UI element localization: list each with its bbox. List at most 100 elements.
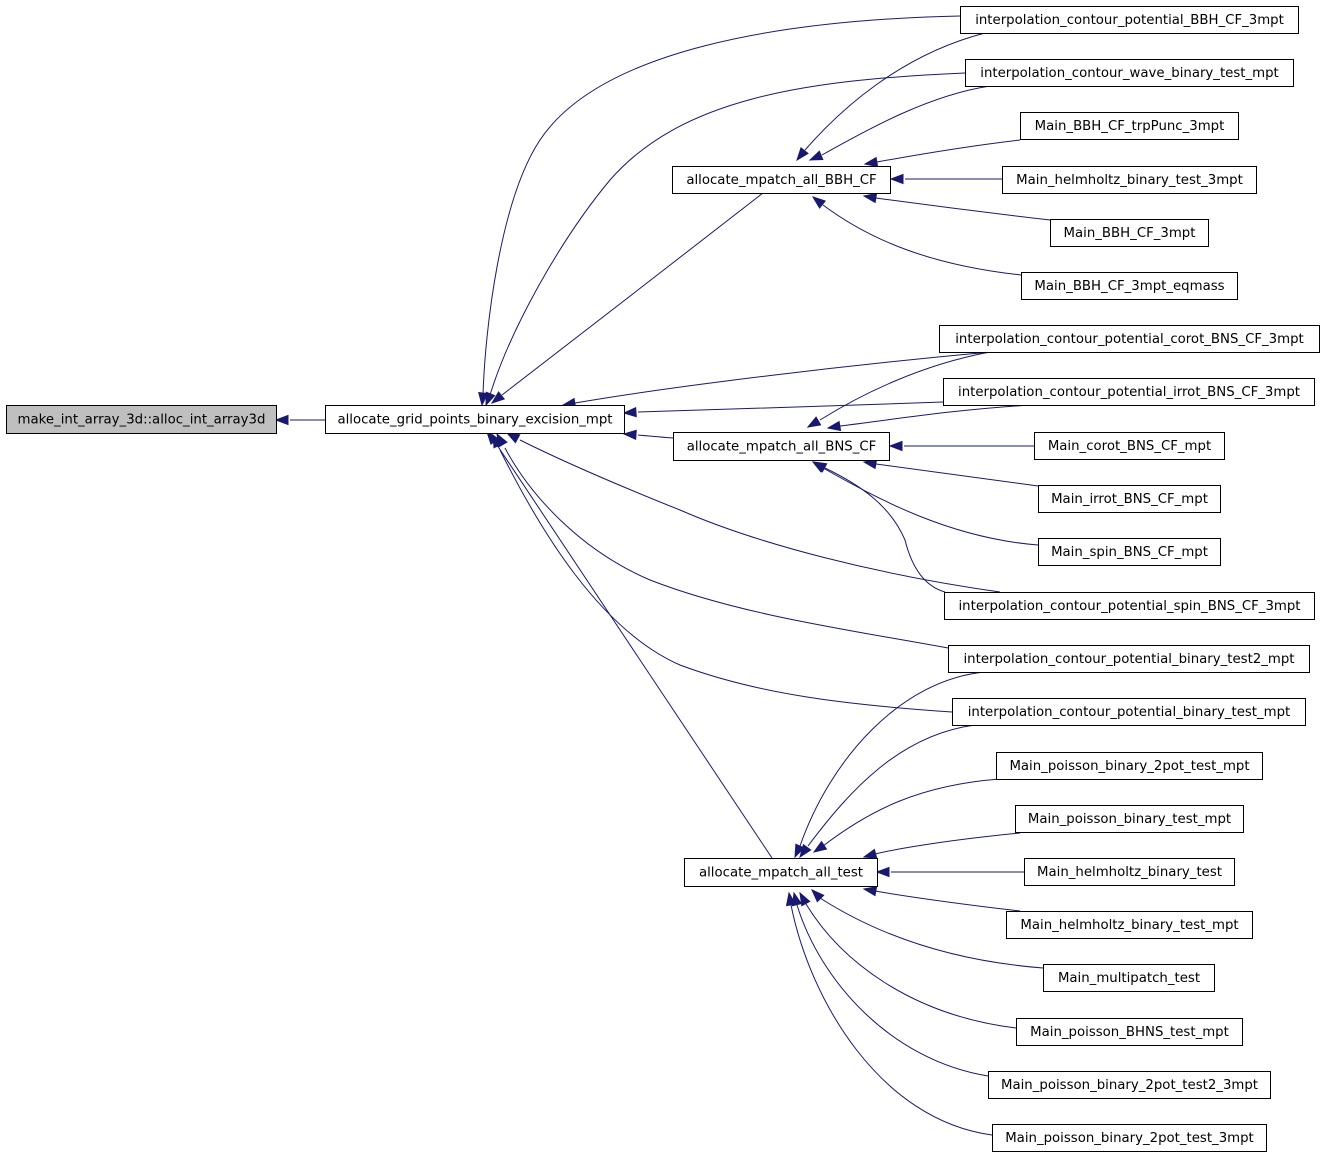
edge-line	[839, 404, 1031, 427]
node-agp[interactable]: allocate_grid_points_binary_excision_mpt	[325, 405, 625, 434]
node-box	[992, 1124, 1267, 1152]
node-box	[6, 405, 277, 434]
node-label: interpolation_contour_potential_BBH_CF_3…	[975, 13, 1284, 28]
node-label: Main_spin_BNS_CF_mpt	[1051, 545, 1208, 560]
node-label: interpolation_contour_potential_spin_BNS…	[958, 599, 1300, 614]
node-l16[interactable]: Main_poisson_binary_test_mpt	[1015, 805, 1244, 833]
arrowhead-icon	[806, 416, 822, 428]
node-l17[interactable]: Main_helmholtz_binary_test	[1024, 858, 1235, 886]
node-l15[interactable]: Main_poisson_binary_2pot_test_mpt	[996, 752, 1263, 780]
edge-l7-to-agp	[561, 351, 991, 409]
edge-line	[875, 197, 1051, 221]
arrowhead-icon	[622, 429, 637, 441]
node-box	[965, 59, 1294, 87]
node-bns[interactable]: allocate_mpatch_all_BNS_CF	[673, 432, 890, 461]
edge-l10-to-bns	[862, 458, 1039, 487]
node-box	[996, 752, 1263, 780]
edge-line	[874, 890, 1021, 912]
node-label: interpolation_contour_potential_corot_BN…	[955, 332, 1304, 347]
edge-l22-to-test	[785, 891, 993, 1136]
node-label: Main_helmholtz_binary_test_3mpt	[1016, 173, 1243, 188]
node-label: Main_helmholtz_binary_test_mpt	[1020, 918, 1238, 933]
node-test[interactable]: allocate_mpatch_all_test	[684, 858, 878, 887]
node-l5[interactable]: Main_BBH_CF_3mpt	[1050, 219, 1209, 247]
edge-line	[790, 904, 993, 1136]
edge-line	[819, 351, 991, 421]
node-l14[interactable]: interpolation_contour_potential_binary_t…	[952, 698, 1306, 726]
edge-line	[499, 449, 953, 713]
node-label: Main_multipatch_test	[1058, 971, 1200, 986]
node-l12[interactable]: interpolation_contour_potential_spin_BNS…	[944, 592, 1315, 620]
edge-l13-to-agp	[496, 432, 949, 649]
edge-line	[637, 401, 944, 413]
node-box	[988, 1071, 1271, 1099]
edge-l14-to-test	[799, 724, 976, 859]
arrowhead-icon	[811, 196, 827, 209]
node-l8[interactable]: interpolation_contour_potential_irrot_BN…	[943, 378, 1315, 406]
node-label: make_int_array_3d::alloc_int_array3d	[18, 413, 266, 428]
node-l10[interactable]: Main_irrot_BNS_CF_mpt	[1038, 485, 1221, 513]
arrowhead-icon	[808, 150, 824, 161]
node-box	[1016, 1018, 1243, 1046]
arrowhead-icon	[490, 391, 506, 404]
node-box	[944, 592, 1315, 620]
node-l4[interactable]: Main_helmholtz_binary_test_3mpt	[1002, 166, 1257, 194]
arrowhead-icon	[785, 891, 797, 907]
node-l13[interactable]: interpolation_contour_potential_binary_t…	[948, 645, 1310, 673]
node-label: allocate_mpatch_all_test	[699, 866, 863, 881]
node-label: Main_helmholtz_binary_test	[1037, 865, 1222, 880]
node-l2[interactable]: interpolation_contour_wave_binary_test_m…	[965, 59, 1294, 87]
edge-l18-to-test	[862, 886, 1021, 912]
arrowhead-icon	[492, 433, 504, 449]
edge-line	[489, 72, 966, 396]
edge-l15-to-test	[812, 778, 1001, 853]
edge-line	[799, 671, 986, 847]
arrowhead-icon	[799, 891, 811, 907]
arrowhead-icon	[799, 843, 812, 859]
node-box	[943, 378, 1315, 406]
node-box	[1006, 911, 1253, 939]
node-l6[interactable]: Main_BBH_CF_3mpt_eqmass	[1021, 272, 1238, 300]
edge-l6-to-bbh	[811, 196, 1022, 276]
node-l7[interactable]: interpolation_contour_potential_corot_BN…	[939, 325, 1320, 353]
node-box	[952, 698, 1306, 726]
node-l20[interactable]: Main_poisson_BHNS_test_mpt	[1016, 1018, 1243, 1046]
node-label: allocate_grid_points_binary_excision_mpt	[337, 413, 612, 428]
edge-l17-to-test	[875, 866, 1024, 878]
arrowhead-icon	[812, 840, 828, 853]
node-l19[interactable]: Main_multipatch_test	[1043, 964, 1215, 992]
node-l22[interactable]: Main_poisson_binary_2pot_test_3mpt	[992, 1124, 1267, 1152]
edge-l20-to-test	[799, 891, 1017, 1029]
root-node[interactable]: make_int_array_3d::alloc_int_array3d	[6, 405, 277, 434]
node-box	[1021, 272, 1238, 300]
node-l18[interactable]: Main_helmholtz_binary_test_mpt	[1006, 911, 1253, 939]
arrowhead-icon	[505, 432, 521, 444]
edge-line	[874, 832, 1021, 855]
node-label: interpolation_contour_potential_irrot_BN…	[958, 385, 1300, 400]
edge-l3-to-bbh	[863, 139, 1021, 168]
node-l9[interactable]: Main_corot_BNS_CF_mpt	[1034, 432, 1225, 460]
edge-bns-to-agp	[622, 429, 674, 441]
edge-line	[482, 15, 961, 396]
node-label: Main_poisson_BHNS_test_mpt	[1030, 1025, 1229, 1040]
arrowhead-icon	[862, 192, 878, 204]
node-l1[interactable]: interpolation_contour_potential_BBH_CF_3…	[960, 6, 1299, 34]
edge-line	[875, 463, 1039, 487]
arrowhead-icon	[622, 406, 637, 418]
node-l11[interactable]: Main_spin_BNS_CF_mpt	[1038, 538, 1221, 566]
node-l3[interactable]: Main_BBH_CF_trpPunc_3mpt	[1020, 112, 1239, 140]
node-bbh[interactable]: allocate_mpatch_all_BBH_CF	[672, 166, 891, 194]
node-box	[673, 432, 890, 461]
node-label: Main_irrot_BNS_CF_mpt	[1051, 492, 1208, 507]
edge-line	[824, 467, 946, 593]
node-l21[interactable]: Main_poisson_binary_2pot_test2_3mpt	[988, 1071, 1271, 1099]
arrowhead-icon	[862, 886, 878, 897]
edge-line	[574, 351, 991, 404]
node-box	[1015, 805, 1244, 833]
edge-l16-to-test	[862, 832, 1021, 859]
arrowhead-icon	[478, 392, 489, 407]
node-label: Main_poisson_binary_test_mpt	[1028, 812, 1231, 827]
arrowhead-icon	[794, 843, 805, 859]
